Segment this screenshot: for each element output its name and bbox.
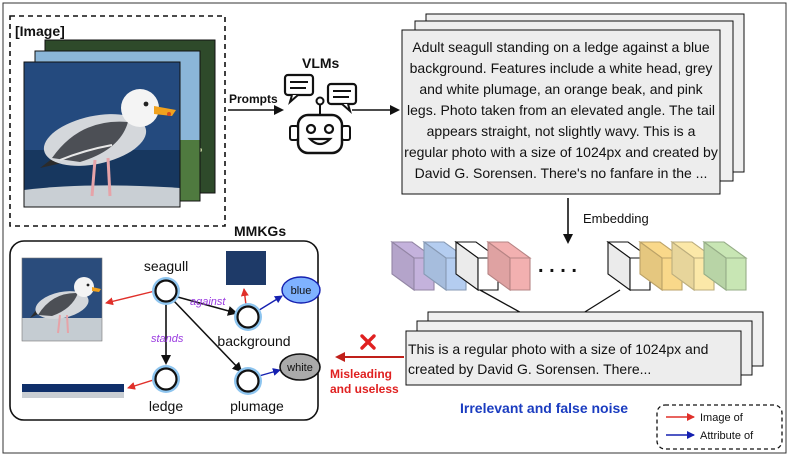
useless-label: and useless [330,382,399,396]
attr-node-white [279,353,321,381]
attr-node-blue [281,276,321,304]
node-label-plumage: plumage [230,398,284,414]
caption-card [401,29,721,195]
mmkg-panel: MMKGs [9,223,321,421]
mmkg-title: MMKGs [234,223,286,239]
edge-seagull-image [105,290,156,306]
embedding-cube [486,240,532,292]
node-label-background: background [217,333,290,349]
node-label-ledge: ledge [149,398,183,414]
edge-plumage-white [258,368,281,377]
edge-background-image [240,288,249,306]
edge-seagull-plumage [172,299,243,373]
node-seagull [152,277,180,305]
caption-stack [401,13,745,195]
mmkg-seagull-thumb [21,257,103,342]
mmkg-background-thumb [226,251,266,285]
seagull-photo [23,61,181,208]
noise-card [405,330,742,386]
node-plumage [234,367,262,395]
legend-attribute-of-label: Attribute of [700,430,754,442]
legend-image-of-label: Image of [700,412,744,424]
embedding-label: Embedding [583,211,649,226]
node-background [234,303,262,331]
attr-node-blue-label: blue [291,285,312,297]
edge-label-against: against [190,296,226,308]
mmkg-ledge-thumb [22,384,124,398]
image-section-label: [Image] [15,23,65,39]
embedding-cube [702,240,748,292]
vlms-label: VLMs [302,55,340,71]
image-section: [Image] [9,15,226,227]
prompts-label: Prompts [229,92,278,106]
node-ledge [152,365,180,393]
robot-icon: VLMs [283,55,358,155]
caption-text: Adult seagull standing on a ledge agains… [404,39,718,181]
misleading-label: Misleading [330,367,392,381]
embedding-cubes [390,240,748,292]
noise-text: This is a regular photo with a size of 1… [408,341,709,377]
edge-seagull-background [173,295,238,316]
noise-stack [405,311,764,386]
embedding-ellipsis: . . . . [538,255,577,277]
legend: Image of Attribute of [656,404,783,450]
irrelevant-noise-label: Irrelevant and false noise [460,400,628,416]
edge-background-blue [255,295,283,313]
image-box [9,15,226,227]
node-label-seagull: seagull [144,258,188,274]
cross-icon [360,334,376,350]
edge-label-stands: stands [151,333,184,345]
attr-node-white-label: white [286,362,313,374]
